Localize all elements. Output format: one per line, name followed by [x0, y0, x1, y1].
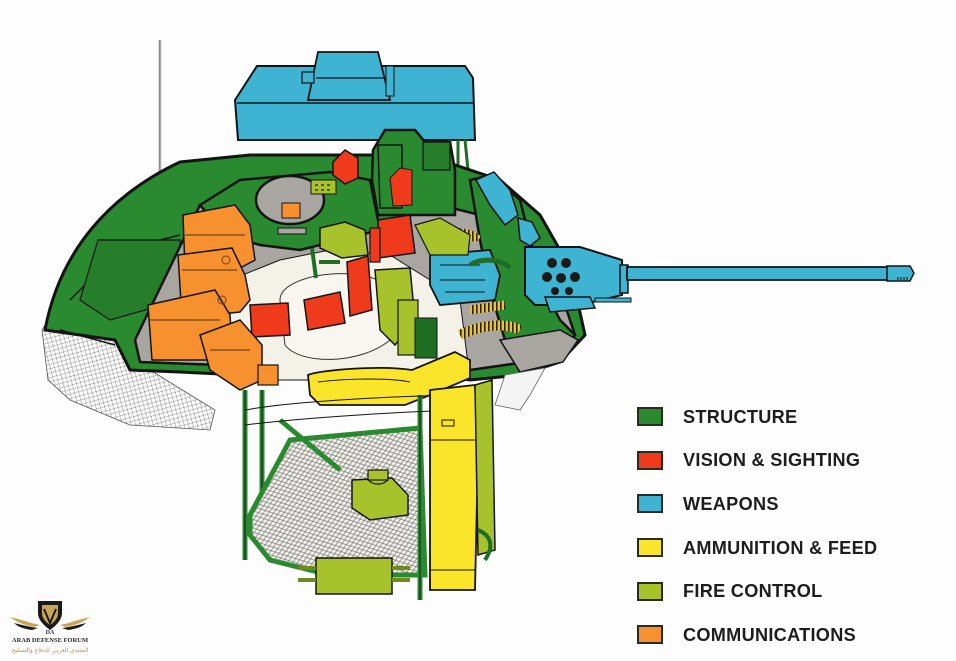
- legend-label: COMMUNICATIONS: [683, 623, 856, 645]
- turret-basket: [242, 390, 481, 600]
- turret-skirt-right: [494, 367, 546, 411]
- legend-swatch-vision: [637, 450, 663, 470]
- legend-label: AMMUNITION & FEED: [683, 536, 878, 558]
- sight-hood: [370, 128, 457, 217]
- fire-control-box-lower: [298, 469, 410, 595]
- watermark-title: ARAB DEFENSE FORUM: [11, 637, 89, 644]
- vision-units: [249, 214, 416, 338]
- watermark-logo: DA ARAB DEFENSE FORUM المنتدى العربي للد…: [4, 597, 96, 659]
- legend-swatch-weapons: [637, 494, 663, 514]
- legend-swatch-structure: [637, 407, 663, 427]
- legend-label: FIRE CONTROL: [683, 580, 823, 602]
- legend-item-ammunition: AMMUNITION & FEED: [637, 526, 881, 570]
- periscope-roof: [332, 149, 359, 185]
- legend: STRUCTURE VISION & SIGHTING WEAPONS AMMU…: [637, 395, 881, 657]
- legend-item-vision: VISION & SIGHTING: [637, 439, 881, 483]
- legend-label: VISION & SIGHTING: [683, 449, 861, 471]
- watermark-initials: DA: [45, 630, 55, 636]
- legend-item-structure: STRUCTURE: [637, 395, 881, 439]
- legend-item-weapons: WEAPONS: [637, 482, 881, 526]
- watermark-subtitle: المنتدى العربي للدفاع والتسليح: [11, 647, 89, 654]
- shield-wings-icon: [10, 601, 90, 630]
- main-gun: [429, 246, 915, 313]
- fire-control-units: [310, 217, 471, 359]
- legend-item-firecontrol: FIRE CONTROL: [637, 569, 881, 613]
- legend-swatch-firecontrol: [637, 581, 663, 601]
- ammo-container: [429, 379, 496, 591]
- legend-swatch-communications: [637, 625, 663, 645]
- legend-item-communications: COMMUNICATIONS: [637, 613, 881, 657]
- legend-label: WEAPONS: [683, 492, 779, 514]
- radio-stack: [147, 204, 279, 391]
- top-weapon-pod: [233, 51, 477, 171]
- legend-label: STRUCTURE: [683, 405, 798, 427]
- legend-swatch-ammunition: [637, 538, 663, 558]
- front-armor: [468, 171, 580, 374]
